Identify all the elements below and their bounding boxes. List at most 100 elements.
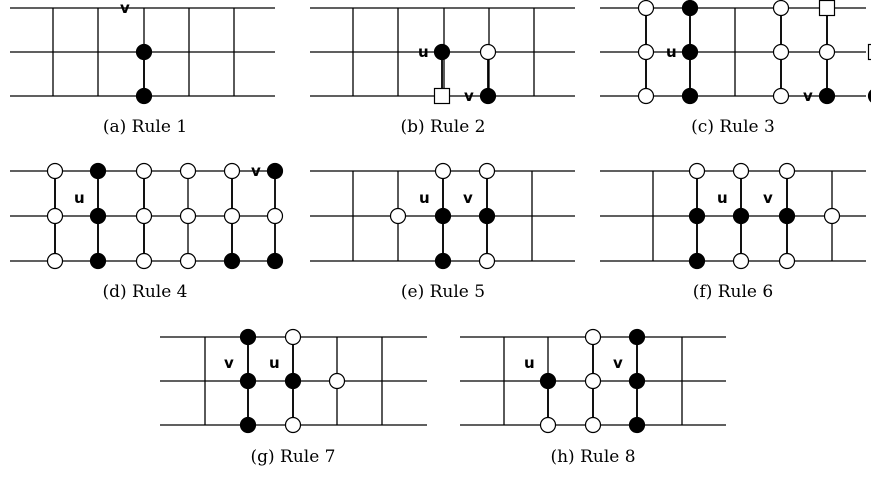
- black-vertex: [732, 207, 750, 225]
- black-vertex: [479, 87, 497, 105]
- black-vertex: [688, 252, 706, 270]
- black-vertex: [539, 372, 557, 390]
- white-vertex: [772, 0, 790, 17]
- white-vertex: [179, 207, 197, 225]
- black-vertex: [681, 43, 699, 61]
- vertex-label-u: u: [666, 43, 677, 61]
- vertex-label-u: u: [269, 354, 280, 372]
- white-vertex: [637, 87, 655, 105]
- vertex-label-v: v: [251, 162, 261, 180]
- black-vertex: [688, 207, 706, 225]
- white-vertex: [328, 372, 346, 390]
- black-vertex: [628, 372, 646, 390]
- vertex-label-v: v: [224, 354, 234, 372]
- rule-panel: u v (e) Rule 5: [310, 162, 575, 302]
- white-vertex: [478, 162, 496, 180]
- black-vertex: [478, 207, 496, 225]
- black-vertex: [681, 87, 699, 105]
- white-vertex: [46, 162, 64, 180]
- white-vertex: [732, 252, 750, 270]
- rule-panel: u v (d) Rule 4: [10, 162, 284, 302]
- white-vertex: [284, 416, 302, 434]
- white-vertex: [823, 207, 841, 225]
- black-vertex: [266, 252, 284, 270]
- vertex-label-u: u: [419, 189, 430, 207]
- square-vertex: [867, 43, 871, 61]
- panel-caption: (g) Rule 7: [250, 447, 335, 467]
- white-vertex: [772, 43, 790, 61]
- rule-panel: u v (c) Rule 3: [600, 0, 871, 137]
- black-vertex: [628, 416, 646, 434]
- rule-panel: uv(a) Rule 1: [10, 0, 275, 137]
- white-vertex: [284, 328, 302, 346]
- vertex-label-v: v: [463, 189, 473, 207]
- panel-caption: (e) Rule 5: [401, 282, 485, 302]
- black-vertex: [135, 87, 153, 105]
- white-vertex: [46, 252, 64, 270]
- white-vertex: [584, 416, 602, 434]
- white-vertex: [584, 372, 602, 390]
- white-vertex: [434, 162, 452, 180]
- white-vertex: [478, 252, 496, 270]
- black-vertex: [628, 328, 646, 346]
- rule-panel: u v (b) Rule 2: [310, 7, 575, 137]
- white-vertex: [732, 162, 750, 180]
- rule-panel: u v (h) Rule 8: [460, 328, 726, 467]
- black-vertex: [818, 87, 836, 105]
- black-vertex: [434, 207, 452, 225]
- white-vertex: [818, 43, 836, 61]
- square-vertex: [433, 87, 451, 105]
- white-vertex: [179, 252, 197, 270]
- black-vertex: [681, 0, 699, 17]
- vertex-label-v: v: [613, 354, 623, 372]
- white-vertex: [389, 207, 407, 225]
- vertex-label-u: u: [717, 189, 728, 207]
- white-vertex: [778, 252, 796, 270]
- black-vertex: [239, 416, 257, 434]
- square-vertex: [818, 0, 836, 17]
- white-vertex: [778, 162, 796, 180]
- white-vertex: [772, 87, 790, 105]
- vertex-label-u: u: [524, 354, 535, 372]
- panel-caption: (b) Rule 2: [400, 117, 485, 137]
- black-vertex: [266, 162, 284, 180]
- black-vertex: [867, 89, 871, 103]
- black-vertex: [239, 328, 257, 346]
- white-vertex: [135, 207, 153, 225]
- black-vertex: [433, 43, 451, 61]
- white-vertex: [135, 162, 153, 180]
- white-vertex: [584, 328, 602, 346]
- vertex-label-u: u: [418, 43, 429, 61]
- vertex-label-u: u: [74, 189, 85, 207]
- black-vertex: [135, 43, 153, 61]
- white-vertex: [223, 162, 241, 180]
- white-vertex: [688, 162, 706, 180]
- rule-panel: v u (g) Rule 7: [160, 328, 427, 467]
- panel-caption: (c) Rule 3: [691, 117, 775, 137]
- panel-caption: (f) Rule 6: [693, 282, 773, 302]
- black-vertex: [89, 162, 107, 180]
- vertex-label-v: v: [464, 87, 474, 105]
- black-vertex: [239, 372, 257, 390]
- black-vertex: [89, 252, 107, 270]
- panel-caption: (h) Rule 8: [550, 447, 635, 467]
- white-vertex: [637, 0, 655, 17]
- white-vertex: [135, 252, 153, 270]
- black-vertex: [434, 252, 452, 270]
- white-vertex: [46, 207, 64, 225]
- black-vertex: [284, 372, 302, 390]
- vertex-label-v: v: [803, 87, 813, 105]
- black-vertex: [89, 207, 107, 225]
- white-vertex: [266, 207, 284, 225]
- white-vertex: [179, 162, 197, 180]
- black-vertex: [778, 207, 796, 225]
- black-vertex: [223, 252, 241, 270]
- white-vertex: [479, 43, 497, 61]
- vertex-label-v: v: [120, 0, 130, 17]
- panel-caption: (a) Rule 1: [103, 117, 187, 137]
- white-vertex: [637, 43, 655, 61]
- white-vertex: [223, 207, 241, 225]
- panel-caption: (d) Rule 4: [102, 282, 187, 302]
